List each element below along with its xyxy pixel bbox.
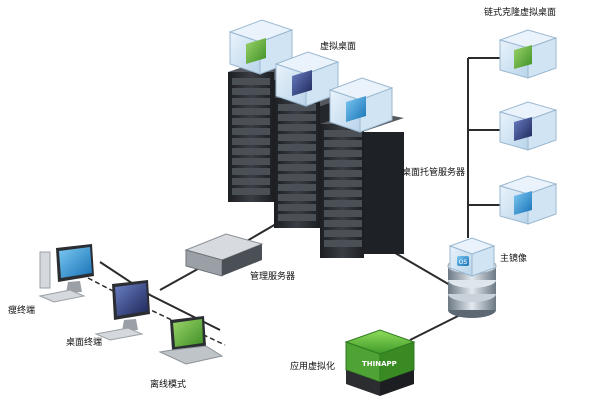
thin-client-device [38,244,94,303]
rack-slot [278,184,316,191]
rack-slot [278,124,316,131]
rack-slot [278,114,316,121]
rack-slot [324,190,362,197]
rack-slot [278,104,316,111]
desktop-terminal-label: 桌面终端 [66,338,103,348]
rack-slot [232,168,270,175]
rack-slot [232,88,270,95]
rack-slot [278,144,316,151]
rack-slot [232,128,270,135]
thinapp-to-storage-line [409,314,461,341]
rack-slot [232,158,270,165]
linked-clone-cube-green [498,29,558,79]
rack-slot [324,140,362,147]
virtual-desktop-label: 虚拟桌面 [320,42,357,52]
rack-slot [232,108,270,115]
rack-slot [324,180,362,187]
rack-slot [278,174,316,181]
rack-slot [324,150,362,157]
os-badge: OS [459,259,468,266]
rack-slot [232,138,270,145]
linked-clone-cube-navy [498,101,558,151]
rack-slot [278,134,316,141]
mgmt-server-label: 管理服务器 [250,272,296,282]
rack-slot [232,78,270,85]
rack-slot [278,214,316,221]
rack-slot [232,148,270,155]
rack-slot [324,240,362,247]
rack-slot [324,160,362,167]
rack-slot [232,188,270,195]
rack-slot [324,230,362,237]
rack-slot [324,200,362,207]
desktop-host-label: 桌面托管服务器 [402,168,466,178]
offline-mode-label: 离线模式 [150,380,187,390]
master-image-stack: OS [447,237,497,318]
rack-slot [232,118,270,125]
rack-slot [278,164,316,171]
thinapp-badge: THINAPP [362,360,397,368]
rack-slot [278,194,316,201]
thin-client-label: 瘦终端 [8,306,36,316]
management-server [184,233,264,277]
rack-slot [324,220,362,227]
thinapp-box: THINAPP [344,329,416,396]
virtual-desktop-cube-navy [274,51,340,107]
master-image-label: 主镜像 [500,254,528,264]
rack-drive-slots [232,78,362,247]
rack-slot [232,178,270,185]
linked-clone-cube-blue [498,175,558,225]
rack-slot [278,204,316,211]
rack-slot [278,154,316,161]
rack-slot [324,210,362,217]
linked-clone-label: 链式克隆虚拟桌面 [484,8,557,18]
virtual-desktop-cube-blue [328,77,394,133]
rack-slot [324,170,362,177]
desktop-terminal-device [94,280,150,341]
offline-laptop-device [158,316,224,365]
app-virtualization-label: 应用虚拟化 [290,362,336,372]
rack-slot [324,130,362,137]
rack-slot [232,98,270,105]
host-to-storage-line [389,249,451,286]
